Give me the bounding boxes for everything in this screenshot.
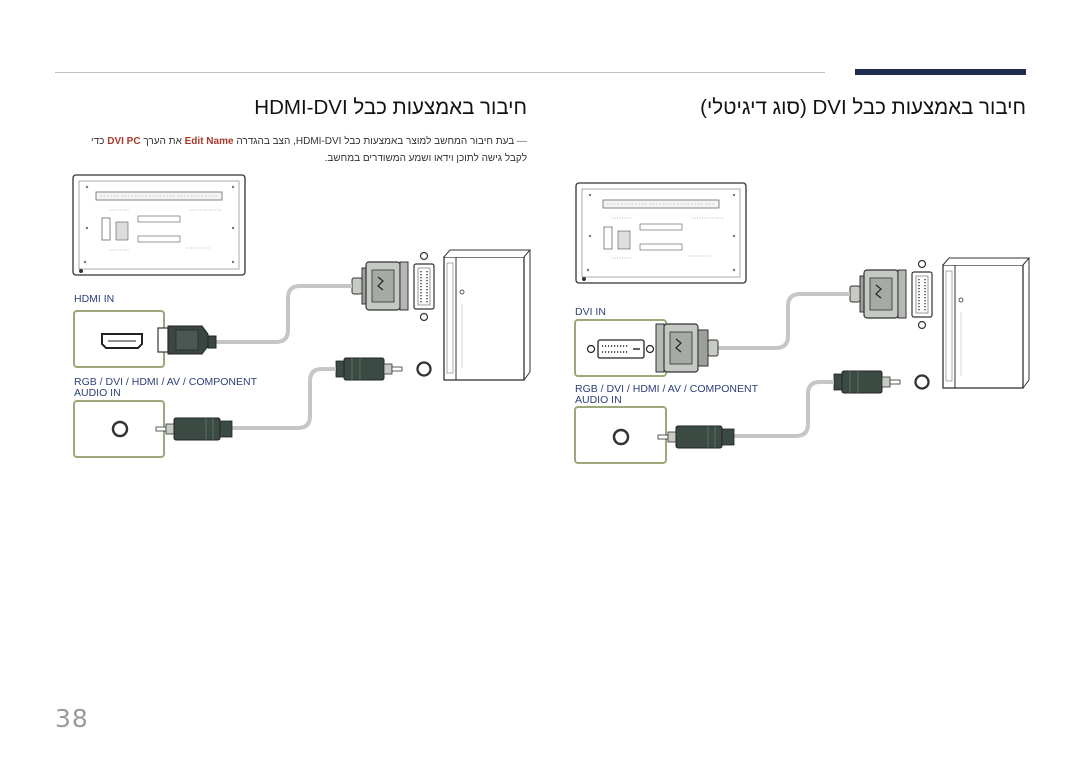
dvi-port-icon	[586, 339, 655, 359]
monitor-back-right	[575, 182, 747, 284]
dvi-in-label: DVI IN	[575, 306, 606, 318]
audio-in-label-right-line1: RGB / DVI / HDMI / AV / COMPONENT	[575, 383, 758, 395]
note-text-1: בעת חיבור המחשב למוצר באמצעות כבל HDMI-D…	[233, 136, 517, 147]
pc-audio-jack-right	[914, 374, 930, 390]
audio-in-label-left-line1: RGB / DVI / HDMI / AV / COMPONENT	[74, 376, 257, 388]
dvi-cable-right	[716, 292, 850, 350]
hdmi-plug	[157, 325, 217, 355]
note-dvi-pc: DVI PC	[107, 136, 141, 147]
audio-plug-left-monitor	[155, 417, 233, 441]
audio-cable-left	[232, 367, 336, 430]
heading-dvi-digital: חיבור באמצעות כבל DVI (סוג דיגיטלי)	[700, 96, 1026, 119]
audio-in-label-left-line2: AUDIO IN	[74, 387, 121, 399]
right-diagram	[574, 182, 1031, 464]
header-rule	[55, 72, 825, 73]
pc-tower-right	[942, 257, 1031, 389]
dvi-plug-left	[351, 261, 409, 311]
audio-port-icon-left	[111, 420, 129, 438]
note-dash: ―	[517, 136, 527, 147]
dvi-plug-right-pc	[849, 269, 907, 319]
audio-plug-left-pc	[335, 357, 403, 381]
dvi-cable-left	[210, 284, 352, 344]
hdmi-in-label: HDMI IN	[74, 293, 115, 305]
note-line-1: ― בעת חיבור המחשב למוצר באמצעות כבל HDMI…	[27, 133, 527, 150]
heading-hdmi-dvi: חיבור באמצעות כבל HDMI-DVI	[254, 96, 527, 119]
connection-note: ― בעת חיבור המחשב למוצר באמצעות כבל HDMI…	[27, 133, 527, 167]
audio-cable-right	[734, 380, 834, 438]
page-number: 38	[55, 704, 89, 733]
pc-dvi-port-left	[413, 251, 435, 322]
header-accent-bar	[855, 69, 1026, 75]
note-line-2: לקבל גישה לתוכן וידאו ושמע המשודרים במחש…	[324, 153, 527, 164]
pc-dvi-port-right	[911, 259, 933, 330]
audio-port-icon-right	[612, 428, 630, 446]
audio-plug-right-monitor	[657, 425, 735, 449]
pc-audio-jack-left	[416, 361, 432, 377]
note-text-3: כדי	[91, 136, 108, 147]
left-diagram	[72, 174, 532, 458]
pc-tower-left	[443, 249, 532, 381]
hdmi-port-icon	[101, 333, 143, 349]
monitor-back-left	[72, 174, 246, 276]
dvi-plug-right-monitor	[655, 323, 719, 373]
audio-in-label-right-line2: AUDIO IN	[575, 394, 622, 406]
note-edit-name: Edit Name	[184, 136, 234, 147]
note-text-2: את הערך	[140, 136, 185, 147]
audio-plug-right-pc	[833, 370, 901, 394]
